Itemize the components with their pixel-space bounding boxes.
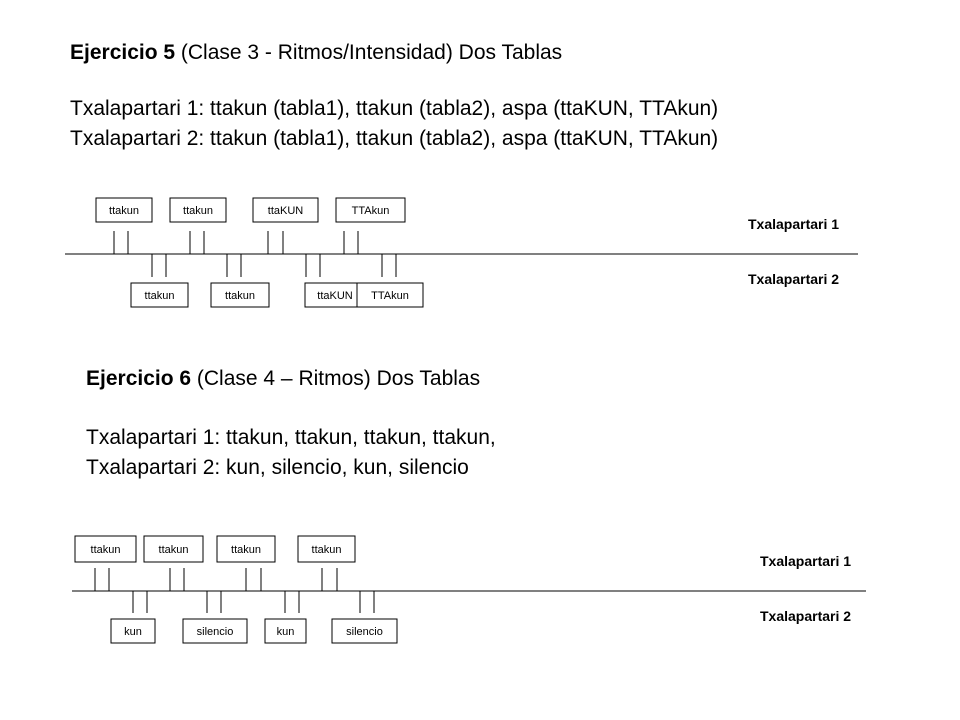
ex5-bottom-3-label: TTAkun xyxy=(371,290,409,302)
ex6-title-rest: (Clase 4 – Ritmos) Dos Tablas xyxy=(191,367,481,390)
ex6-top-3-label: ttakun xyxy=(312,544,342,556)
ex5-line-2: Txalapartari 2: ttakun (tabla1), ttakun … xyxy=(70,127,719,150)
ex6-title-bold: Ejercicio 6 xyxy=(86,367,192,390)
ex5-label-txalapartari-1: Txalapartari 1 xyxy=(748,216,839,232)
ex6-top-0-box xyxy=(74,535,137,563)
ex6-bottom-1-label: silencio xyxy=(197,626,234,638)
ex5-bottom-0-label: ttakun xyxy=(145,290,175,302)
ex6-bottom-0-label: kun xyxy=(124,626,142,638)
ex5-top-1-box xyxy=(169,197,227,223)
ex6-label-txalapartari-1: Txalapartari 1 xyxy=(760,553,851,569)
ex6-label-txalapartari-2: Txalapartari 2 xyxy=(760,608,851,624)
ex5-bottom-2-label: ttaKUN xyxy=(317,290,353,302)
ex5-title: Ejercicio 5 (Clase 3 - Ritmos/Intensidad… xyxy=(70,40,562,66)
ex5-bottom-1-label: ttakun xyxy=(225,290,255,302)
ex5-bottom-1-box xyxy=(210,282,270,308)
ex5-top-2-box xyxy=(252,197,319,223)
ex5-top-0-label: ttakun xyxy=(109,205,139,217)
ex5-title-rest: (Clase 3 - Ritmos/Intensidad) Dos Tablas xyxy=(175,41,563,64)
ex5-line-1: Txalapartari 1: ttakun (tabla1), ttakun … xyxy=(70,97,719,120)
ex6-bottom-3-label: silencio xyxy=(346,626,383,638)
ex5-top-2-label: ttaKUN xyxy=(268,205,304,217)
ex5-top-3-box xyxy=(335,197,406,223)
ex6-top-2-label: ttakun xyxy=(231,544,261,556)
ex5-bottom-0-box xyxy=(130,282,189,308)
ex6-top-1-box xyxy=(143,535,204,563)
ex5-label-txalapartari-2: Txalapartari 2 xyxy=(748,271,839,287)
ex5-top-0-box xyxy=(95,197,153,223)
ex6-line-1: Txalapartari 1: ttakun, ttakun, ttakun, … xyxy=(86,426,496,449)
ex6-top-2-box xyxy=(216,535,276,563)
ex5-bottom-2-box xyxy=(304,282,366,308)
ex5-top-3-label: TTAkun xyxy=(352,205,390,217)
ex6-top-1-label: ttakun xyxy=(159,544,189,556)
ex5-title-bold: Ejercicio 5 xyxy=(70,41,176,64)
ex6-bottom-3-box xyxy=(331,618,398,644)
ex6-top-3-box xyxy=(297,535,356,563)
ex6-line-2: Txalapartari 2: kun, silencio, kun, sile… xyxy=(86,456,469,479)
ex6-bottom-2-box xyxy=(264,618,307,644)
ex6-bottom-1-box xyxy=(182,618,248,644)
ex6-top-0-label: ttakun xyxy=(91,544,121,556)
ex6-title: Ejercicio 6 (Clase 4 – Ritmos) Dos Tabla… xyxy=(86,366,480,392)
ex6-bottom-2-label: kun xyxy=(277,626,295,638)
ex5-bottom-3-box xyxy=(356,282,424,308)
ex6-bottom-0-box xyxy=(110,618,156,644)
ex5-top-1-label: ttakun xyxy=(183,205,213,217)
